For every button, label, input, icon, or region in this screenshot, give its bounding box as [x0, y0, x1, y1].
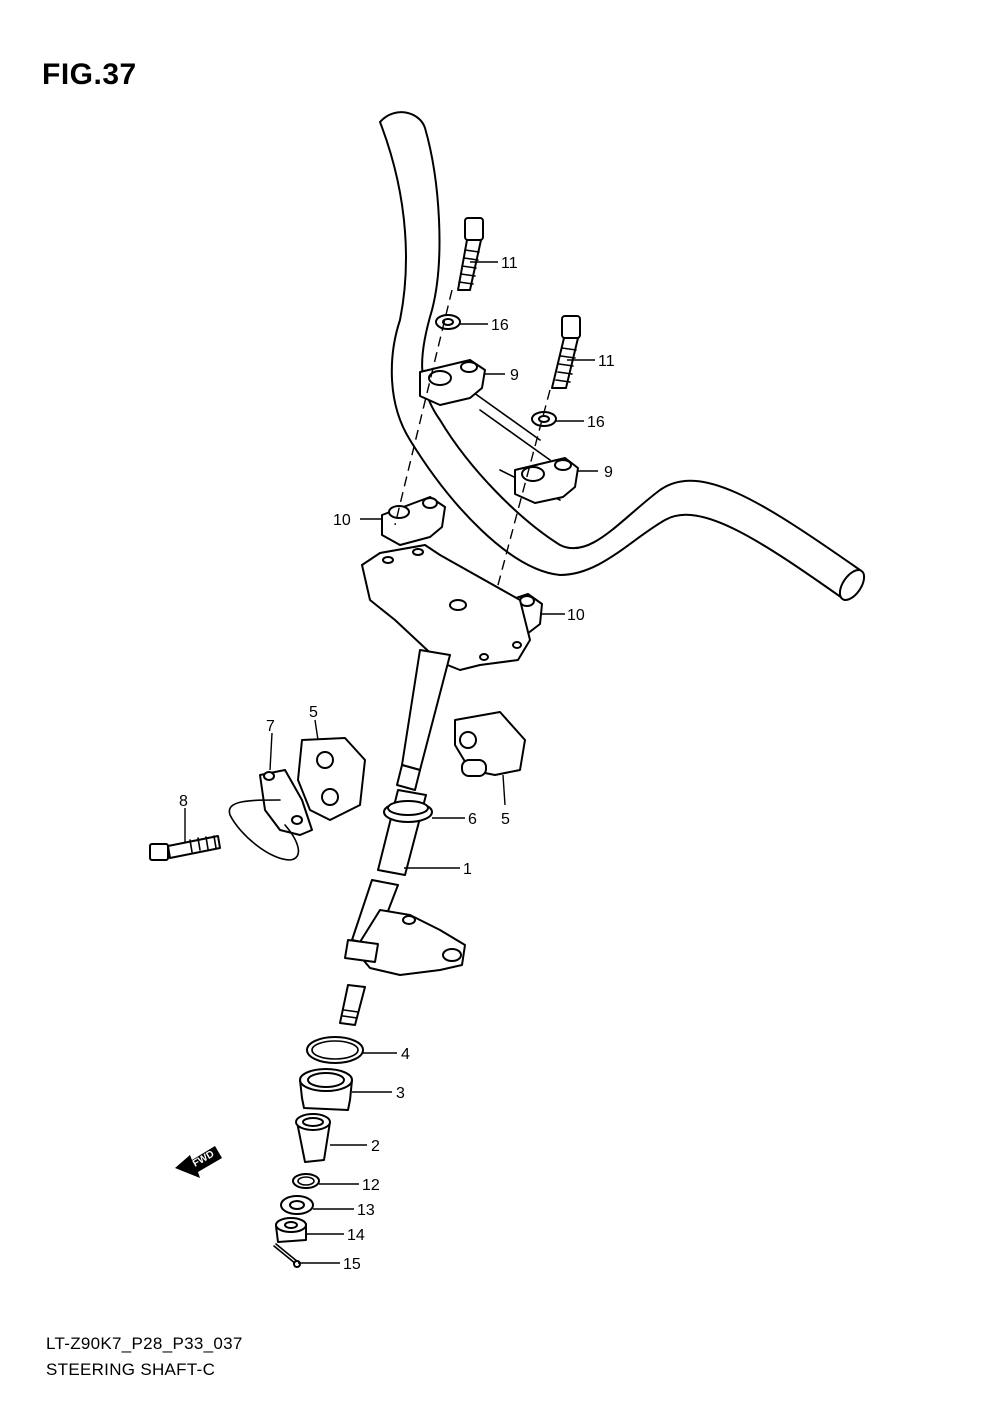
upper-holder-right — [514, 457, 579, 504]
shaft-holder-left — [297, 737, 366, 821]
bolt-right — [551, 315, 581, 389]
model-code: LT-Z90K7_P28_P33_037 — [46, 1334, 243, 1353]
callout-16-right: 16 — [587, 414, 605, 431]
handlebar-bracket — [361, 544, 531, 671]
bolt-8 — [149, 835, 221, 861]
callout-5-right: 5 — [501, 811, 510, 828]
shaft-holder-right — [454, 711, 526, 777]
steering-shaft — [339, 649, 466, 1026]
callout-15: 15 — [343, 1256, 361, 1273]
cotter-pin — [273, 1243, 301, 1268]
handlebar — [379, 111, 866, 601]
callout-12: 12 — [362, 1177, 380, 1194]
callout-5-left: 5 — [309, 704, 318, 721]
o-ring — [306, 1036, 364, 1064]
washer-right-hole — [538, 415, 550, 423]
castle-nut — [275, 1217, 307, 1243]
leader-lines — [184, 261, 598, 1264]
callout-11-right: 11 — [598, 353, 615, 370]
lock-plate — [228, 769, 313, 861]
callout-11-top: 11 — [501, 255, 518, 272]
figure-caption: STEERING SHAFT-C — [46, 1360, 216, 1379]
callout-7: 7 — [266, 718, 275, 735]
callout-10-left: 10 — [333, 512, 351, 529]
callout-10-right: 10 — [567, 607, 585, 624]
washer-13-hole — [289, 1200, 305, 1210]
callout-9-top: 9 — [510, 367, 519, 384]
callout-3: 3 — [396, 1085, 405, 1102]
alignment-lines — [394, 289, 551, 616]
figure-title: FIG.37 — [42, 58, 137, 91]
upper-holder-left — [419, 359, 486, 406]
bolt-left — [457, 217, 484, 291]
callout-1: 1 — [463, 861, 472, 878]
bush-2 — [295, 1113, 331, 1163]
callout-6: 6 — [468, 811, 477, 828]
callout-13: 13 — [357, 1202, 375, 1219]
threaded-nut — [299, 1068, 353, 1111]
callout-4: 4 — [401, 1046, 410, 1063]
forward-arrow-icon: FWD — [175, 1146, 222, 1178]
callouts: 11 16 9 11 16 9 10 10 5 7 5 8 6 1 4 3 2 … — [179, 255, 615, 1273]
shaft-bushing — [383, 800, 433, 823]
lower-holder-left — [381, 496, 446, 546]
washer-12 — [292, 1173, 320, 1189]
washer-12-hole — [297, 1176, 315, 1186]
washer-left-hole — [442, 318, 454, 326]
callout-2: 2 — [371, 1138, 380, 1155]
callout-9-right: 9 — [604, 464, 613, 481]
callout-16-top: 16 — [491, 317, 509, 334]
callout-8: 8 — [179, 793, 188, 810]
callout-14: 14 — [347, 1227, 365, 1244]
